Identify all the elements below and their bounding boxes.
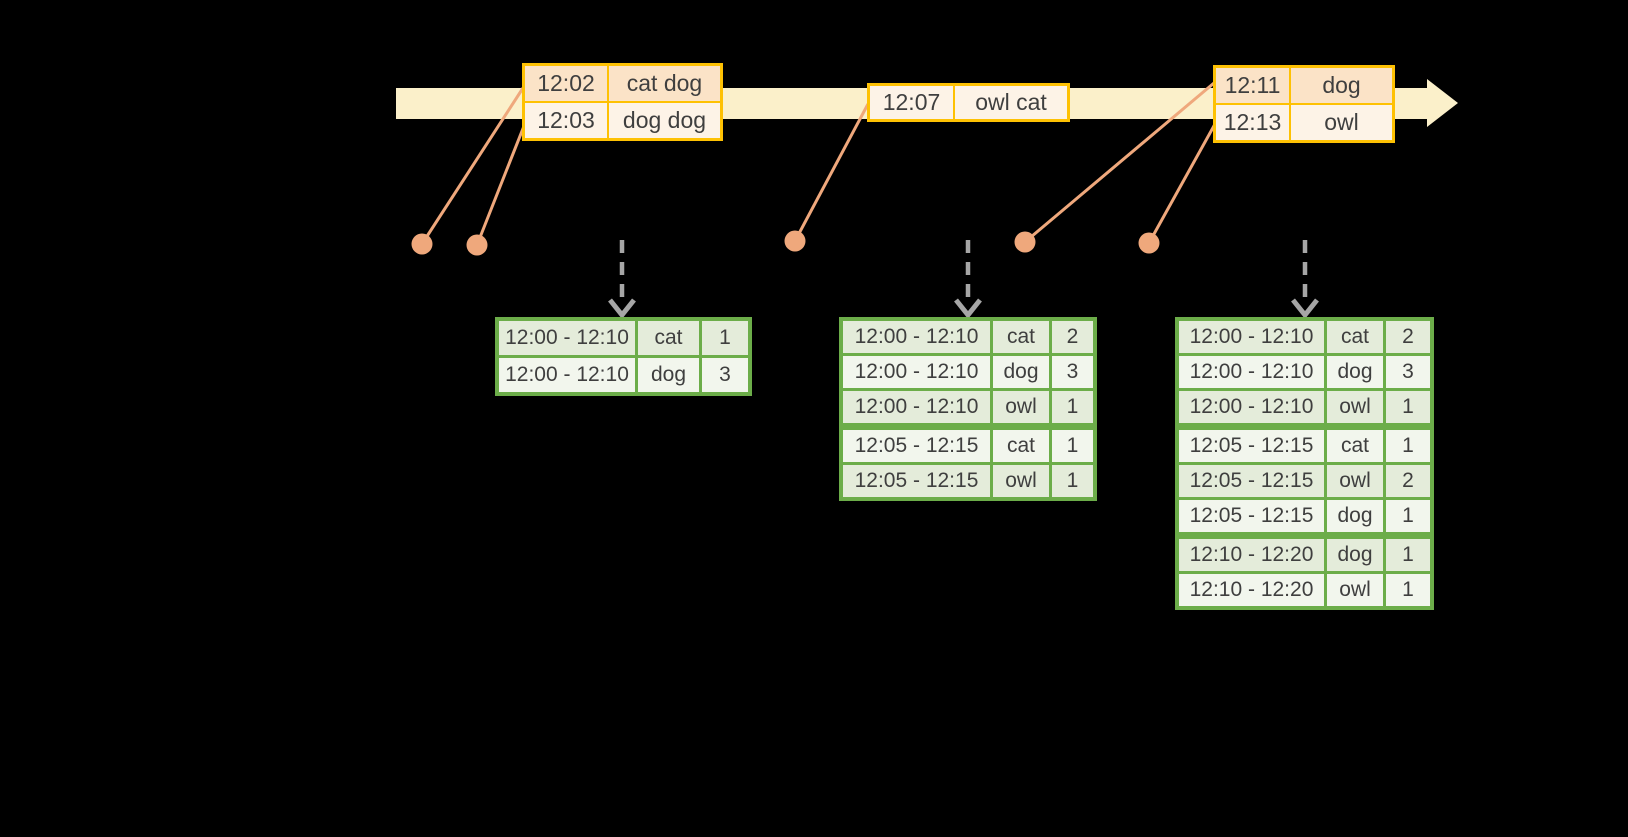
word-cell: cat <box>993 430 1049 462</box>
event-words-cell: owl cat <box>955 86 1067 119</box>
window-cell: 12:00 - 12:10 <box>843 321 990 353</box>
word-cell: owl <box>1327 391 1383 423</box>
word-cell: dog <box>993 356 1049 388</box>
window-cell: 12:00 - 12:10 <box>843 356 990 388</box>
count-cell: 2 <box>1386 321 1430 353</box>
count-cell: 3 <box>1386 356 1430 388</box>
window-cell: 12:05 - 12:15 <box>843 465 990 497</box>
event-connector-line <box>475 125 526 246</box>
event-dot <box>1014 231 1036 253</box>
timeline-arrowhead-icon <box>1427 79 1458 127</box>
window-cell: 12:05 - 12:15 <box>1179 430 1324 462</box>
word-cell: owl <box>1327 574 1383 606</box>
event-time-cell: 12:13 <box>1216 105 1289 140</box>
event-dot <box>1138 232 1160 254</box>
count-cell: 1 <box>1386 574 1430 606</box>
window-cell: 12:00 - 12:10 <box>499 321 635 355</box>
word-cell: dog <box>1327 539 1383 571</box>
word-cell: owl <box>1327 465 1383 497</box>
trigger-arrow-icon <box>954 240 982 320</box>
window-cell: 12:00 - 12:10 <box>499 358 635 392</box>
count-cell: 1 <box>702 321 748 355</box>
count-cell: 1 <box>1052 391 1093 423</box>
window-cell: 12:00 - 12:10 <box>1179 321 1324 353</box>
window-cell: 12:00 - 12:10 <box>843 391 990 423</box>
count-cell: 1 <box>1052 430 1093 462</box>
event-connector-line <box>1147 123 1217 244</box>
count-cell: 1 <box>1052 465 1093 497</box>
word-cell: cat <box>1327 430 1383 462</box>
event-words-cell: dog <box>1291 68 1392 103</box>
word-cell: owl <box>993 465 1049 497</box>
count-cell: 1 <box>1386 500 1430 532</box>
event-dot <box>411 233 433 255</box>
word-cell: cat <box>638 321 699 355</box>
trigger-arrow-icon <box>1291 240 1319 320</box>
window-cell: 12:10 - 12:20 <box>1179 574 1324 606</box>
count-cell: 3 <box>702 358 748 392</box>
count-cell: 1 <box>1386 391 1430 423</box>
word-cell: dog <box>1327 356 1383 388</box>
event-time-cell: 12:03 <box>525 103 607 138</box>
event-dot <box>466 234 488 256</box>
event-words-cell: dog dog <box>609 103 720 138</box>
count-cell: 2 <box>1052 321 1093 353</box>
event-time-cell: 12:02 <box>525 66 607 101</box>
event-dot <box>784 230 806 252</box>
count-cell: 2 <box>1386 465 1430 497</box>
event-connector-line <box>793 103 870 242</box>
word-cell: cat <box>1327 321 1383 353</box>
event-time-cell: 12:07 <box>870 86 953 119</box>
event-words-cell: owl <box>1291 105 1392 140</box>
window-cell: 12:10 - 12:20 <box>1179 539 1324 571</box>
word-cell: owl <box>993 391 1049 423</box>
count-cell: 1 <box>1386 430 1430 462</box>
word-cell: cat <box>993 321 1049 353</box>
window-cell: 12:00 - 12:10 <box>1179 356 1324 388</box>
count-cell: 1 <box>1386 539 1430 571</box>
count-cell: 3 <box>1052 356 1093 388</box>
trigger-arrow-icon <box>608 240 636 320</box>
window-cell: 12:05 - 12:15 <box>1179 465 1324 497</box>
window-cell: 12:00 - 12:10 <box>1179 391 1324 423</box>
window-cell: 12:05 - 12:15 <box>843 430 990 462</box>
window-cell: 12:05 - 12:15 <box>1179 500 1324 532</box>
event-words-cell: cat dog <box>609 66 720 101</box>
word-cell: dog <box>1327 500 1383 532</box>
event-time-cell: 12:11 <box>1216 68 1289 103</box>
word-cell: dog <box>638 358 699 392</box>
